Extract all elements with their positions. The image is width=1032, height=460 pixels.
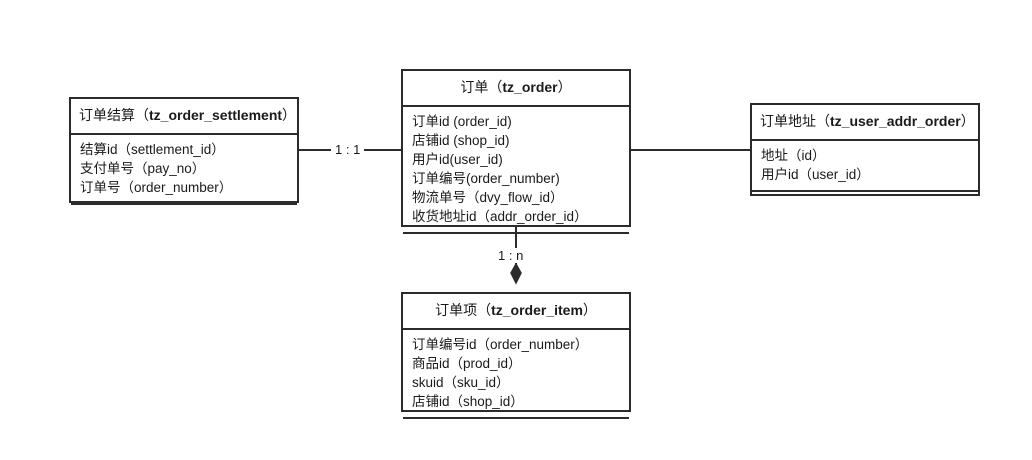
- entity-tz-order-settlement[interactable]: 订单结算（tz_order_settlement） 结算id（settlemen…: [69, 97, 299, 205]
- entity-attribute-list: 订单id (order_id) 店铺id (shop_id) 用户id(user…: [403, 107, 629, 234]
- attribute-row: 收货地址id（addr_order_id）: [412, 209, 588, 224]
- entity-header: 订单结算（tz_order_settlement）: [71, 99, 297, 135]
- entity-title-cn: 订单结算: [79, 107, 135, 123]
- entity-header: 订单地址（tz_user_addr_order）: [752, 105, 978, 141]
- attribute-row: 地址（id）: [761, 148, 826, 163]
- entity-attribute-list: 订单编号id（order_number） 商品id（prod_id） skuid…: [403, 330, 629, 419]
- entity-title-cn: 订单项: [435, 302, 478, 318]
- entity-header: 订单项（tz_order_item）: [403, 294, 629, 330]
- entity-footer-compartment: [752, 192, 978, 215]
- entity-title-paren-close: ）: [960, 113, 975, 129]
- entity-footer-compartment: [403, 419, 629, 441]
- attribute-row: 商品id（prod_id）: [412, 356, 522, 371]
- attribute-row: skuid（sku_id）: [412, 375, 510, 390]
- entity-table-name: tz_order_settlement: [149, 107, 283, 123]
- entity-tz-order-item[interactable]: 订单项（tz_order_item） 订单编号id（order_number） …: [401, 292, 631, 419]
- entity-table-name: tz_order: [502, 79, 558, 95]
- attribute-row: 用户id(user_id): [412, 152, 503, 167]
- attribute-row: 店铺id (shop_id): [412, 133, 510, 148]
- attribute-row: 支付单号（pay_no）: [80, 161, 206, 176]
- entity-title-paren-open: （: [488, 79, 503, 95]
- entity-table-name: tz_order_item: [491, 302, 583, 318]
- entity-title-paren-close: ）: [282, 107, 297, 123]
- cardinality-label-settlement-order: 1 : 1: [331, 142, 365, 157]
- cardinality-label-order-item: 1 : n: [494, 248, 528, 263]
- attribute-row: 物流单号（dvy_flow_id）: [412, 190, 564, 205]
- entity-title-paren-open: （: [477, 302, 492, 318]
- entity-footer-compartment: [71, 205, 297, 228]
- attribute-row: 订单id (order_id): [412, 114, 512, 129]
- entity-title-paren-open: （: [135, 107, 149, 123]
- entity-attribute-list: 地址（id） 用户id（user_id）: [752, 141, 978, 192]
- diamond-marker-icon: [510, 262, 522, 285]
- entity-tz-user-addr-order[interactable]: 订单地址（tz_user_addr_order） 地址（id） 用户id（use…: [750, 103, 980, 196]
- entity-title-paren-close: ）: [582, 302, 597, 318]
- entity-header: 订单（tz_order）: [403, 71, 629, 107]
- entity-title-cn: 订单地址: [760, 113, 816, 129]
- attribute-row: 订单编号id（order_number）: [412, 337, 589, 352]
- entity-title-paren-open: （: [816, 113, 830, 129]
- attribute-row: 订单号（order_number）: [80, 180, 233, 195]
- attribute-row: 用户id（user_id）: [761, 167, 870, 182]
- attribute-row: 结算id（settlement_id）: [80, 142, 225, 157]
- attribute-row: 订单编号(order_number): [412, 171, 560, 186]
- attribute-row: 店铺id（shop_id）: [412, 394, 524, 409]
- entity-title-cn: 订单: [460, 79, 489, 95]
- entity-attribute-list: 结算id（settlement_id） 支付单号（pay_no） 订单号（ord…: [71, 135, 297, 205]
- entity-tz-order[interactable]: 订单（tz_order） 订单id (order_id) 店铺id (shop_…: [401, 69, 631, 234]
- entity-title-paren-close: ）: [557, 79, 572, 95]
- entity-table-name: tz_user_addr_order: [830, 113, 961, 129]
